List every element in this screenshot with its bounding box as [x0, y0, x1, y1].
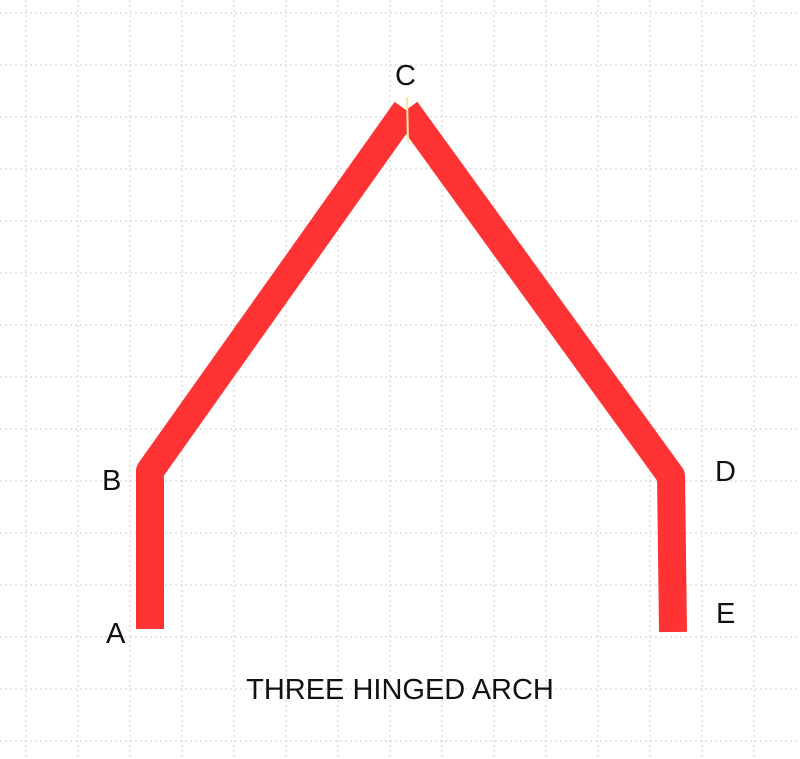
point-label-b: B — [102, 465, 122, 497]
point-label-e: E — [716, 598, 736, 630]
point-label-c: C — [395, 60, 416, 92]
crown-hinge — [406, 96, 409, 144]
point-label-d: D — [715, 456, 736, 488]
point-label-a: A — [106, 618, 126, 650]
diagram-caption: THREE HINGED ARCH — [246, 674, 554, 706]
right-arch-member — [394, 101, 687, 633]
left-arch-member — [136, 101, 418, 629]
